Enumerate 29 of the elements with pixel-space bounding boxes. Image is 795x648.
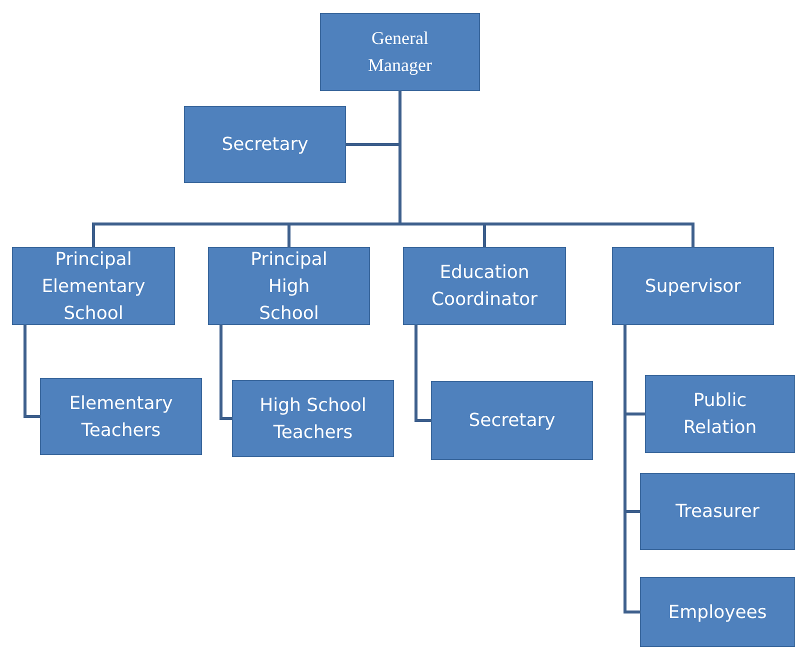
org-box [640,473,795,550]
box-label: Treasurer [676,500,760,524]
box-label: Education Coordinator [430,261,538,312]
org-box [12,247,175,325]
box-label: Principal Elementary School [40,248,146,326]
connector-line [220,325,232,420]
org-box [431,381,593,460]
org-box [40,378,202,455]
org-box [612,247,774,325]
connector-line [398,91,694,247]
box-label: Supervisor [644,274,742,298]
org-box [232,380,394,457]
org-box [403,247,566,325]
box-label: Elementary Teachers [68,392,174,442]
box-label: Secretary [468,409,556,433]
box-label: Public Relation [682,389,758,440]
box-label: Principal High School [250,248,328,326]
org-box [640,577,795,647]
connector-line [414,325,431,422]
org-box [184,106,346,183]
connector-line [24,325,40,418]
org-box [320,13,480,91]
box-label: Secretary [222,133,308,157]
connector-line [624,325,640,614]
box-label: Employees [668,600,767,624]
org-box [645,375,795,453]
org-box [208,247,370,325]
box-label: General Manager [367,27,433,77]
box-label: High School Teachers [258,394,368,444]
